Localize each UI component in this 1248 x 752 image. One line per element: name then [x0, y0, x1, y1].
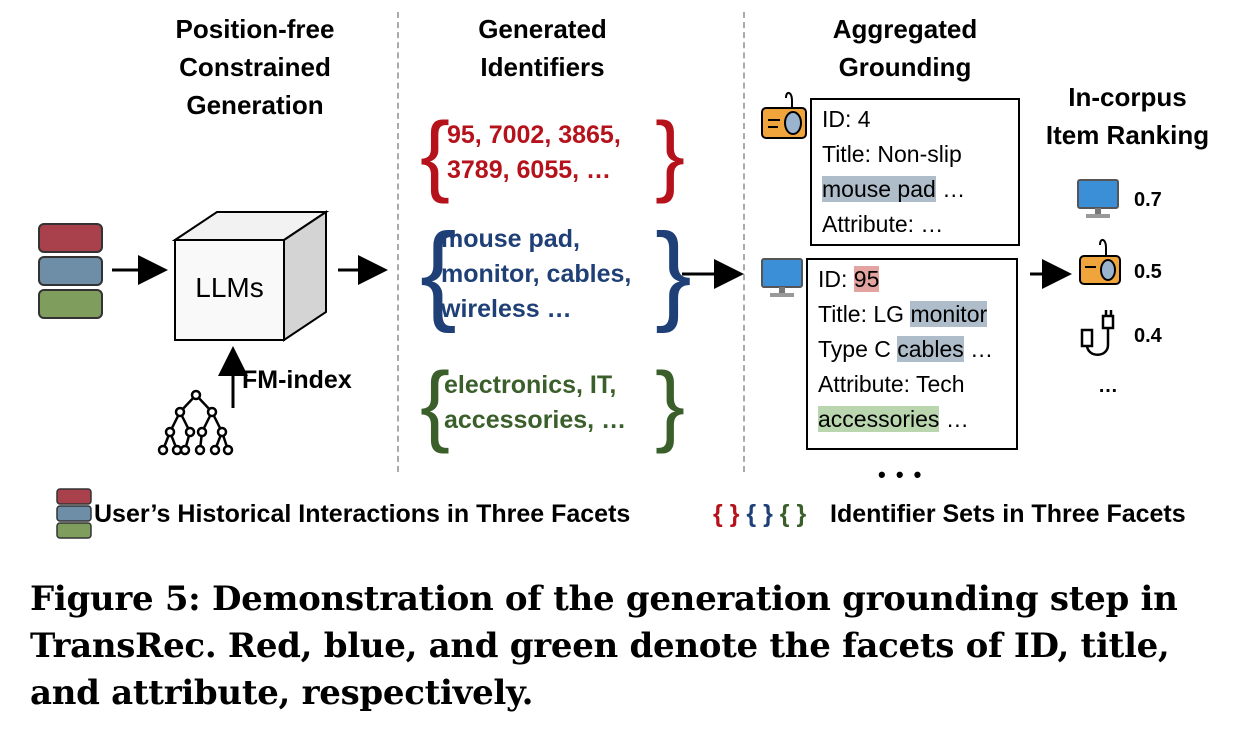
ranking-score-3: 0.4 [1134, 325, 1162, 347]
legend-brace-green: { } [779, 500, 807, 528]
card1-id-value: 4 [857, 106, 871, 132]
card1-title-highlight: mouse pad [822, 176, 936, 202]
brace-close-id: } [655, 105, 686, 205]
legend-history-stack [56, 488, 92, 539]
item-card-1: ID: 4 Title: Non-slip mouse pad … Attrib… [810, 98, 1020, 246]
legend-braces: { } { } { } [713, 500, 806, 529]
ranking-cable-icon [1080, 310, 1115, 356]
identifier-set-title: mouse pad, monitor, cables, wireless … [441, 225, 632, 323]
more-cards-dots: • • • [878, 462, 924, 487]
card1-title-rest: … [935, 176, 966, 202]
mouse-icon [761, 92, 807, 139]
ranking-score-2: 0.5 [1134, 261, 1162, 283]
card2-attribute-prefix: Attribute: Tech [818, 371, 965, 397]
tree-icon [157, 389, 234, 456]
brace-open-title: { [420, 211, 457, 334]
legend-brace-blue: { } [746, 500, 773, 528]
monitor-icon [761, 258, 803, 297]
card2-id-prefix: ID: [818, 266, 854, 292]
legend-brace-red: { } [713, 500, 740, 528]
card1-id-prefix: ID: [822, 106, 858, 132]
identifier-set-attribute: electronics, IT, accessories, … [444, 371, 627, 434]
fm-index-label: FM-index [242, 366, 352, 394]
card2-attribute-rest: … [939, 406, 969, 432]
ranking-more: … [1098, 375, 1118, 397]
header-identifiers: Generated Identifiers [478, 14, 607, 82]
card1-title: Title: Non-slip [822, 141, 962, 167]
card2-attribute-highlight: accessories [818, 406, 940, 432]
ranking-score-1: 0.7 [1134, 189, 1162, 211]
card2-title-highlight: monitor [910, 301, 988, 327]
separator-left [397, 12, 399, 472]
separator-right [743, 12, 745, 472]
legend-history-label: User’s Historical Interactions in Three … [94, 500, 631, 528]
header-ranking: In-corpus Item Ranking [1045, 82, 1210, 150]
brace-close-attr: } [655, 355, 686, 455]
card2-type-rest: … [963, 336, 994, 362]
brace-close-title: } [655, 211, 692, 334]
brace-open-attr: { [420, 355, 451, 455]
header-generation: Position-free Constrained Generation [175, 14, 335, 120]
card2-type-highlight: cables [897, 336, 964, 362]
card1-attribute: Attribute: … [822, 211, 944, 237]
legend-sets-label: Identifier Sets in Three Facets [830, 500, 1186, 528]
card2-title-prefix: Title: LG [818, 301, 911, 327]
item-card-2: ID: 95 Title: LG monitor Type C cables …… [806, 258, 1018, 450]
ranking-monitor-icon [1077, 179, 1119, 218]
identifier-set-id: 95, 7002, 3865, 3789, 6055, … [447, 121, 621, 184]
header-grounding: Aggregated Grounding [832, 14, 978, 82]
llm-label: LLMs [195, 272, 264, 303]
diagram-graphics [38, 92, 1121, 539]
history-stack [38, 223, 103, 319]
ranking-mouse-icon [1079, 239, 1121, 285]
card2-id-value: 95 [853, 266, 880, 292]
llm-cube [171, 210, 330, 342]
figure-caption: Figure 5: Demonstration of the generatio… [30, 579, 1178, 713]
brace-open-id: { [420, 105, 451, 205]
card2-type-prefix: Type C [818, 336, 898, 362]
